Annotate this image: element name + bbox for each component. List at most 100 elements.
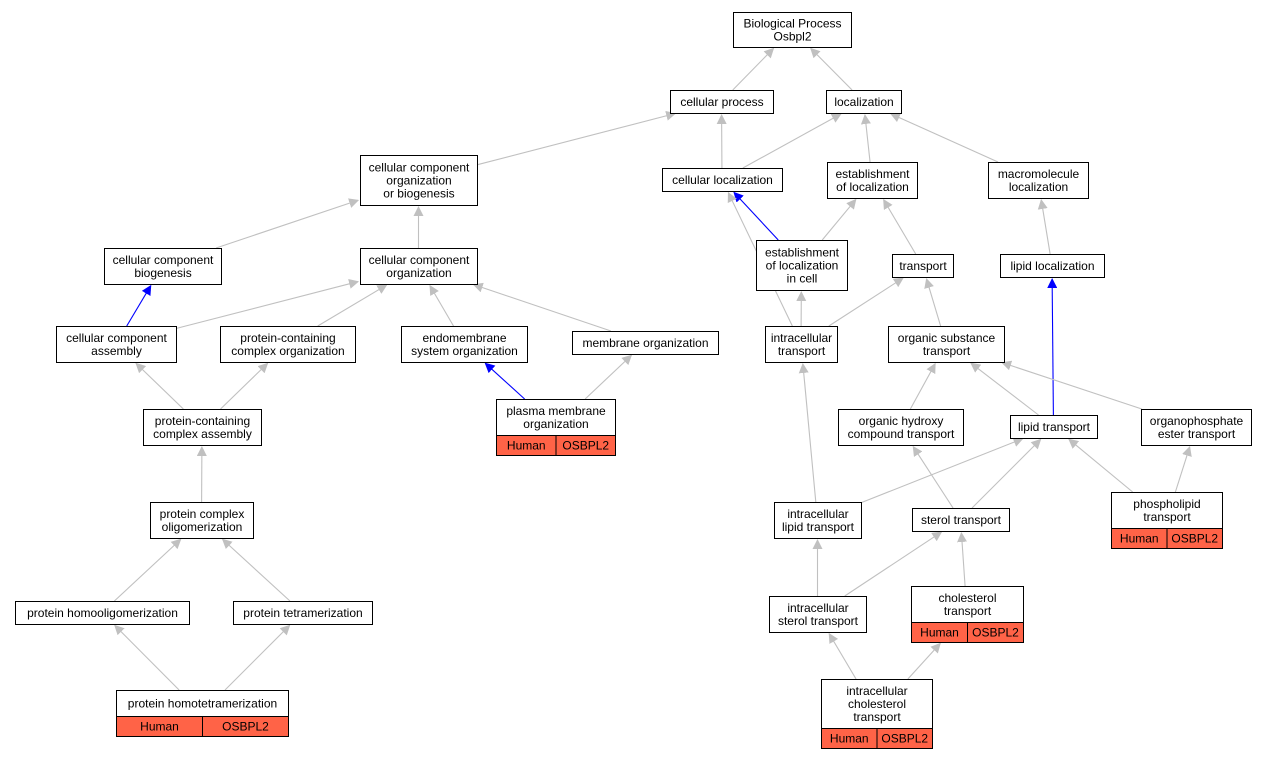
species-tag: Human: [140, 720, 179, 734]
node-label-line: intracellular: [846, 684, 907, 698]
node-label-line: in cell: [787, 272, 818, 286]
node-label-line: protein-containing: [155, 414, 250, 428]
node-label-line: Osbpl2: [773, 30, 811, 44]
node-label-line: of localization: [766, 259, 839, 273]
go-term-node-tr[interactable]: transport: [892, 254, 954, 278]
node-label-line: cholesterol: [938, 591, 996, 605]
is-a-edge-ict-to-ist: [828, 632, 857, 680]
node-label-line: complex assembly: [153, 427, 252, 441]
node-label-line: organization: [386, 266, 451, 280]
node-label-line: biogenesis: [134, 266, 191, 280]
node-label-line: lipid transport: [782, 520, 855, 534]
node-label-line: macromolecule: [998, 167, 1080, 181]
go-term-node-lt[interactable]: lipid transport: [1010, 415, 1098, 439]
node-box: [756, 240, 848, 291]
is-a-edge-pcca-to-pcco: [220, 362, 269, 410]
node-label-line: protein tetramerization: [243, 606, 362, 620]
node-label-line: organic hydroxy: [859, 414, 944, 428]
node-label-line: cellular localization: [672, 173, 773, 187]
node-label-line: protein complex: [160, 507, 245, 521]
is-a-edge-tr-to-eol: [883, 198, 917, 255]
node-label-line: cellular component: [369, 253, 470, 267]
node-box: [838, 409, 964, 446]
node-label-line: lipid transport: [1018, 420, 1091, 434]
go-term-node-pt[interactable]: protein tetramerization: [233, 601, 373, 625]
is-a-edge-eso-to-cco: [429, 284, 454, 327]
species-tag: Human: [1120, 532, 1159, 546]
edge-layer: [113, 47, 1192, 691]
is-a-edge-cca-to-cco: [175, 278, 360, 330]
node-label-line: lipid localization: [1010, 259, 1094, 273]
node-label-line: or biogenesis: [383, 187, 454, 201]
annotation-tag-cell: [876, 728, 933, 749]
node-label-line: transport: [853, 710, 901, 724]
node-box: [220, 326, 356, 363]
node-label-line: intracellular: [787, 601, 848, 615]
go-term-node-st[interactable]: sterol transport: [912, 508, 1010, 532]
go-term-node-mo[interactable]: membrane organization: [572, 331, 719, 355]
node-label-line: protein-containing: [240, 331, 335, 345]
species-tag: Human: [830, 732, 869, 746]
node-label-line: cellular process: [680, 95, 763, 109]
node-label-line: transport: [899, 259, 947, 273]
go-term-node-loc[interactable]: localization: [826, 90, 902, 114]
node-box: [1141, 409, 1252, 446]
is-a-edge-st-to-ohct: [912, 445, 954, 509]
node-label-line: membrane organization: [582, 336, 708, 350]
node-box: [56, 326, 177, 363]
annotation-tag-cell: [1166, 528, 1223, 549]
is-a-edge-opet-to-ost: [1001, 360, 1142, 410]
is-a-edge-it-to-tr: [828, 277, 904, 327]
is-a-edge-eol-to-loc: [860, 113, 871, 163]
is-a-edge-loc-to-bp: [810, 47, 853, 91]
node-box: [826, 90, 902, 114]
node-label-line: sterol transport: [921, 513, 1002, 527]
go-term-node-pho[interactable]: protein homooligomerization: [15, 601, 190, 625]
node-box: [765, 326, 838, 363]
node-box: [572, 331, 719, 355]
node-label-line: sterol transport: [778, 614, 859, 628]
is-a-edge-plt-to-opet: [1174, 445, 1192, 493]
node-box: [888, 326, 1005, 363]
go-term-node-ll[interactable]: lipid localization: [1000, 254, 1105, 278]
node-box: [1000, 254, 1105, 278]
gene-tag: OSBPL2: [1171, 532, 1218, 546]
is-a-edge-cl-to-loc: [742, 113, 842, 169]
node-label-line: cellular component: [369, 161, 470, 175]
go-term-node-cl[interactable]: cellular localization: [662, 168, 783, 192]
is-a-edge-ccb-to-ccob: [215, 198, 360, 249]
go-term-node-cp[interactable]: cellular process: [670, 90, 774, 114]
is-a-edge-pt-to-pco: [221, 538, 291, 602]
node-box: [988, 162, 1089, 199]
node-box: [662, 168, 783, 192]
node-label-line: transport: [944, 604, 992, 618]
species-tag: Human: [507, 439, 546, 453]
node-label-line: cholesterol: [848, 697, 906, 711]
node-box: [670, 90, 774, 114]
node-box: [892, 254, 954, 278]
